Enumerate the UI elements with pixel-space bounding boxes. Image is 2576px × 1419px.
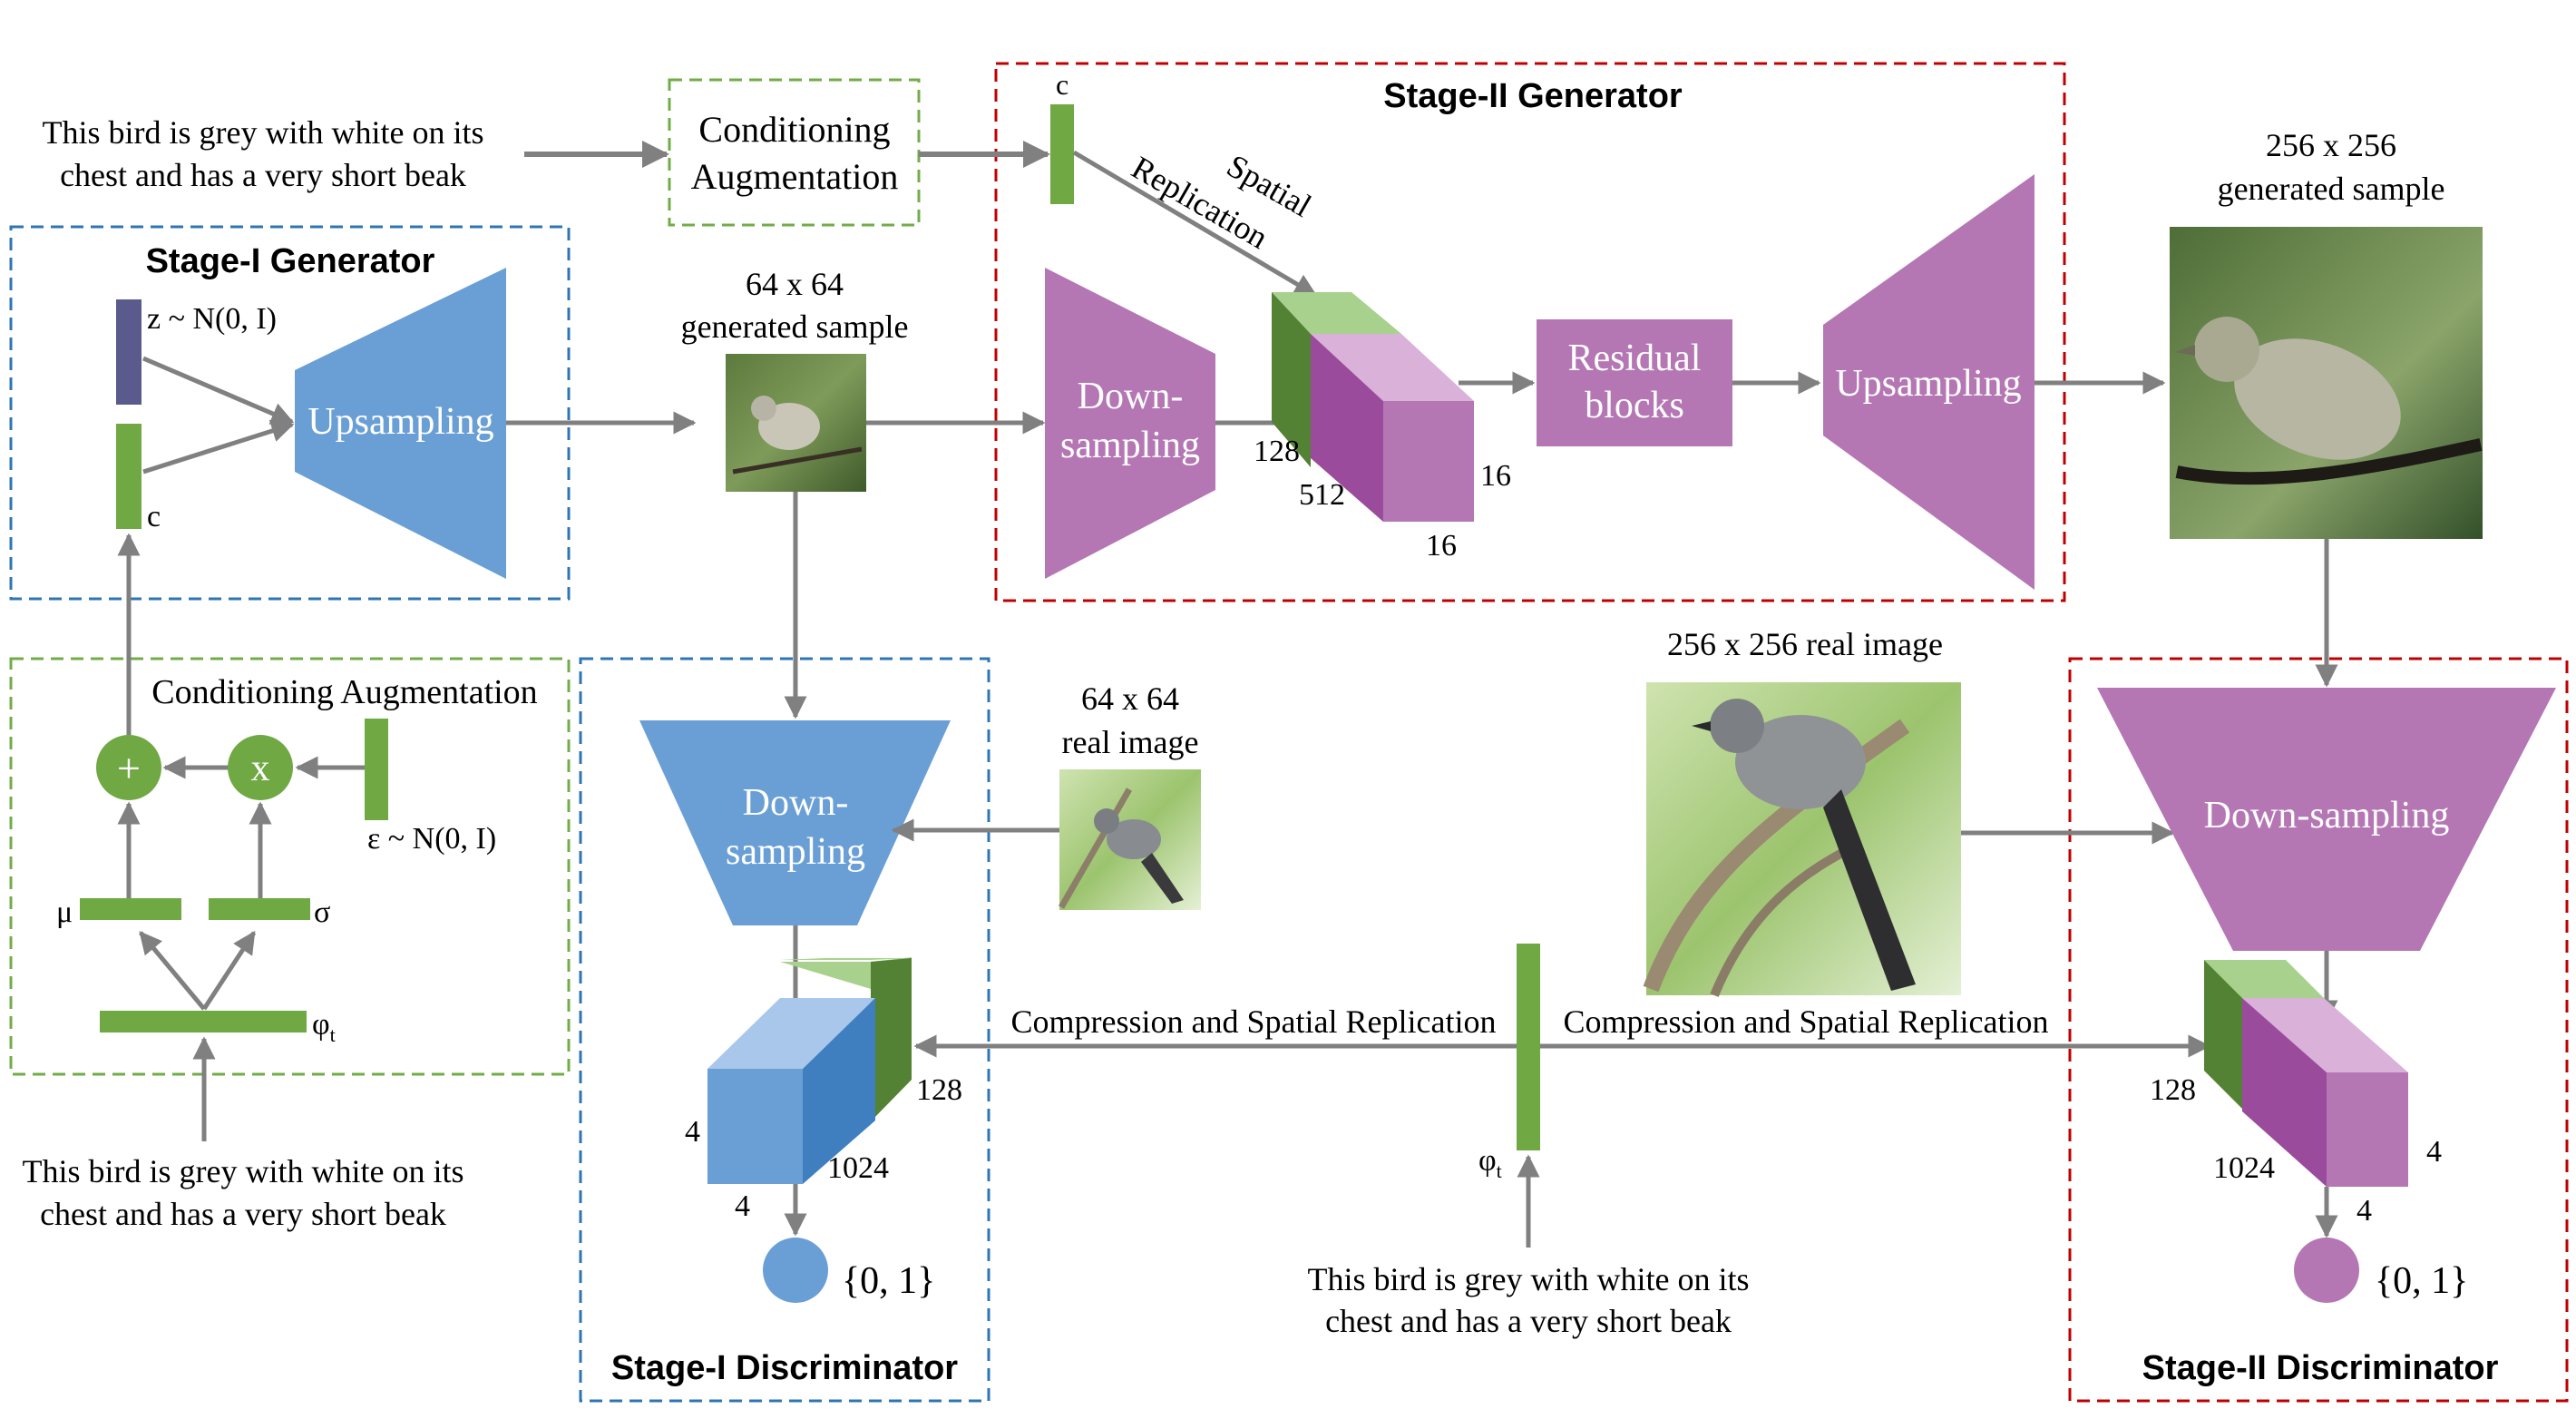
mu-vector bbox=[80, 898, 181, 920]
stage1-discriminator-title: Stage-I Discriminator bbox=[611, 1349, 958, 1387]
tensor-dim-128: 128 bbox=[1254, 435, 1300, 468]
arrow-phi-to-mu bbox=[139, 931, 206, 1011]
sample64-label-line1: 64 x 64 bbox=[746, 266, 844, 302]
stage2-upsampling-label: Upsampling bbox=[1835, 363, 2021, 405]
sample64-image bbox=[726, 354, 866, 492]
disc2-dim-4-bottom: 4 bbox=[2356, 1194, 2372, 1228]
text-input-top-line1: This bird is grey with white on its bbox=[43, 114, 484, 151]
c-label-stage1: c bbox=[147, 500, 161, 533]
sample64-label-line2: generated sample bbox=[681, 308, 909, 345]
stage1-discriminator-box bbox=[579, 657, 990, 1403]
ca-left-title: Conditioning Augmentation bbox=[151, 673, 537, 711]
disc2-downsampling-block bbox=[2097, 688, 2556, 951]
disc2-output-node bbox=[2294, 1238, 2359, 1303]
text-input-top-line2: chest and has a very short beak bbox=[60, 157, 466, 193]
phi-center-label: φt bbox=[1478, 1144, 1502, 1182]
c-label-stage2: c bbox=[1056, 68, 1068, 101]
c-vector-stage2 bbox=[1050, 104, 1074, 204]
real256-label: 256 x 256 real image bbox=[1667, 626, 1943, 662]
sample256-label-line2: generated sample bbox=[2218, 171, 2445, 207]
disc2-dim-1024: 1024 bbox=[2213, 1151, 2275, 1185]
conditioning-augmentation-box-top bbox=[668, 78, 921, 227]
times-symbol: x bbox=[251, 748, 270, 789]
disc1-output-label: {0, 1} bbox=[842, 1260, 935, 1302]
disc2-output-label: {0, 1} bbox=[2375, 1260, 2468, 1302]
disc1-dim-4-bottom: 4 bbox=[735, 1189, 750, 1223]
sample256-image bbox=[2170, 227, 2483, 539]
compression-left-label: Compression and Spatial Replication bbox=[1011, 1003, 1497, 1040]
compression-right-label: Compression and Spatial Replication bbox=[1564, 1003, 2049, 1040]
stage2-concat-tensor bbox=[1272, 292, 1474, 522]
stage2-discriminator-box bbox=[2068, 657, 2569, 1403]
arrow-phi-to-sigma bbox=[201, 930, 257, 1011]
disc2-down-label: Down-sampling bbox=[2204, 795, 2450, 837]
text-input-left-line1: This bird is grey with white on its bbox=[23, 1153, 464, 1189]
epsilon-label: ε ~ N(0, I) bbox=[367, 822, 496, 856]
ca-top-line2: Augmentation bbox=[691, 156, 899, 197]
tensor-dim-16-bottom: 16 bbox=[1426, 529, 1457, 563]
stage2-downsampling-block bbox=[1045, 268, 1215, 579]
z-noise-label: z ~ N(0, I) bbox=[147, 302, 277, 336]
disc2-dim-128: 128 bbox=[2150, 1073, 2196, 1107]
text-input-center-line1: This bird is grey with white on its bbox=[1308, 1261, 1750, 1297]
phi-vector-left bbox=[100, 1011, 307, 1032]
arrow-c-spatial-replication bbox=[1072, 150, 1318, 298]
conditioning-augmentation-box-left bbox=[9, 657, 571, 1076]
stage2-upsampling-block bbox=[1823, 174, 2034, 590]
phi-vector-center bbox=[1517, 944, 1540, 1150]
tensor-dim-512: 512 bbox=[1299, 478, 1345, 512]
c-vector-stage1 bbox=[116, 424, 141, 529]
phi-left-label: φt bbox=[312, 1008, 336, 1046]
z-noise-vector bbox=[116, 299, 141, 405]
disc1-dim-1024: 1024 bbox=[827, 1151, 889, 1185]
arrow-z-to-upsampling bbox=[142, 356, 295, 425]
tensor-dim-16-right: 16 bbox=[1480, 459, 1511, 493]
stage1-generator-box bbox=[9, 225, 571, 601]
stage2-discriminator-title: Stage-II Discriminator bbox=[2142, 1349, 2499, 1387]
disc1-down-label2: sampling bbox=[726, 831, 865, 873]
real256-image bbox=[1643, 682, 1961, 997]
sample256-label-line1: 256 x 256 bbox=[2266, 127, 2396, 163]
disc1-down-label1: Down- bbox=[743, 782, 849, 824]
disc1-downsampling-block bbox=[639, 720, 951, 925]
arrow-c-to-upsampling bbox=[142, 419, 295, 475]
residual-label1: Residual bbox=[1568, 338, 1702, 379]
stage2-down-label2: sampling bbox=[1060, 425, 1200, 466]
mu-label: μ bbox=[56, 895, 73, 929]
ca-top-line1: Conditioning bbox=[698, 109, 890, 150]
text-input-left-line2: chest and has a very short beak bbox=[40, 1196, 446, 1232]
stage1-upsampling-label: Upsampling bbox=[307, 401, 493, 443]
sigma-label: σ bbox=[314, 895, 330, 929]
sigma-vector bbox=[209, 898, 310, 920]
times-node bbox=[228, 735, 293, 800]
stage1-generator-title: Stage-I Generator bbox=[146, 242, 435, 280]
disc1-dim-128: 128 bbox=[916, 1073, 962, 1107]
stage2-down-label1: Down- bbox=[1078, 376, 1184, 417]
disc2-tensor bbox=[2204, 960, 2408, 1187]
plus-symbol: + bbox=[117, 745, 141, 791]
real64-image bbox=[1058, 769, 1201, 910]
disc1-tensor bbox=[707, 957, 912, 1184]
epsilon-vector bbox=[365, 719, 388, 820]
disc1-output-node bbox=[763, 1238, 828, 1303]
stage2-generator-box bbox=[994, 62, 2066, 602]
text-input-center-line2: chest and has a very short beak bbox=[1325, 1303, 1732, 1339]
stage2-generator-title: Stage-II Generator bbox=[1383, 77, 1683, 115]
residual-blocks bbox=[1537, 319, 1732, 446]
real64-label-line2: real image bbox=[1062, 724, 1199, 760]
stage1-upsampling-block bbox=[295, 268, 506, 579]
residual-label2: blocks bbox=[1585, 385, 1684, 426]
disc2-dim-4-right: 4 bbox=[2426, 1135, 2442, 1169]
disc1-dim-4-left: 4 bbox=[685, 1115, 700, 1149]
plus-node bbox=[96, 735, 161, 800]
real64-label-line1: 64 x 64 bbox=[1081, 680, 1179, 717]
